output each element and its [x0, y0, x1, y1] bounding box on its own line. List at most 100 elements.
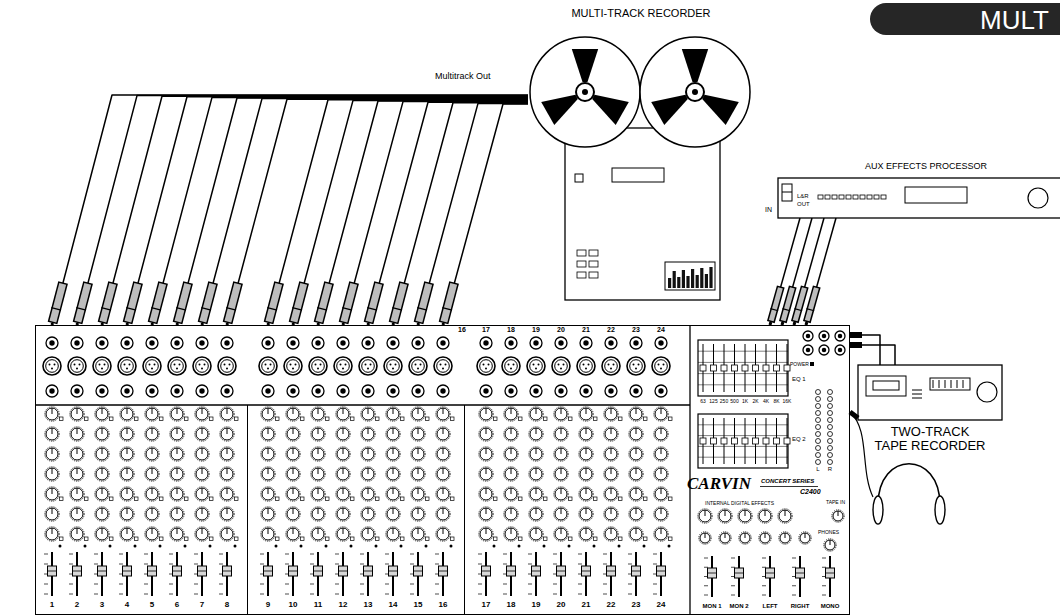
xlr-pin	[417, 368, 419, 370]
fader-cap-line	[414, 571, 423, 572]
knob-rim	[604, 467, 618, 481]
knob-pointer	[536, 428, 537, 434]
recorder-button	[589, 250, 598, 256]
jack	[505, 385, 517, 397]
xlr-pin	[267, 368, 269, 370]
brand-logo: CARVIN	[687, 475, 751, 494]
effects-led	[853, 195, 858, 199]
reel-spoke	[702, 95, 739, 125]
power-led	[810, 362, 814, 366]
panel-label: PHONES	[818, 530, 839, 535]
xlr-pin	[342, 368, 344, 370]
deck-display-seg	[939, 380, 940, 388]
knob-pointer	[152, 468, 153, 474]
jack-hole	[583, 388, 588, 393]
fader-tick	[44, 594, 48, 595]
xlr-pin	[560, 368, 562, 370]
jack-hole	[224, 340, 229, 345]
channel-button	[185, 497, 189, 501]
jack-hole	[199, 340, 204, 345]
xlr-jack	[284, 357, 302, 375]
channel-number: 5	[150, 601, 154, 609]
channel-number: 19	[532, 601, 541, 609]
knob	[312, 508, 324, 520]
jack-hole	[658, 388, 663, 393]
knob-rim	[170, 467, 184, 481]
fader-cap-line	[796, 573, 805, 574]
plug-collar	[317, 308, 327, 311]
reel-spoke	[592, 95, 629, 125]
jack-hole	[49, 340, 54, 345]
fader-cap-line	[98, 571, 107, 572]
channel-led	[425, 545, 428, 548]
knob	[46, 428, 58, 440]
eq-label: EQ 2	[792, 436, 806, 442]
reel-hub	[686, 83, 704, 101]
knob-pointer	[586, 488, 587, 494]
jack-hole	[415, 388, 420, 393]
knob-rim	[336, 427, 350, 441]
meter-bar	[673, 271, 676, 288]
jack-hole	[822, 334, 827, 339]
knob-rim	[758, 509, 772, 523]
knob-pointer	[227, 488, 228, 494]
knob	[96, 468, 108, 480]
xlr-pin	[610, 368, 612, 370]
channel-button	[494, 417, 498, 421]
jack-hole	[838, 348, 843, 353]
eq-frequency: 8K	[773, 399, 779, 404]
knob-rim	[120, 467, 134, 481]
title: MULT	[980, 6, 1049, 35]
graphic-eq	[698, 414, 788, 468]
fader-tick	[628, 564, 632, 565]
fader-cap-line	[826, 573, 835, 574]
logo-underline	[760, 486, 818, 487]
channel-button	[276, 417, 280, 421]
knob-rim	[45, 507, 59, 521]
knob	[171, 508, 183, 520]
knob-rim	[436, 467, 450, 481]
knob	[46, 448, 58, 460]
meter-bar	[700, 268, 703, 288]
channel-led	[159, 545, 162, 548]
jack	[655, 337, 667, 349]
knob	[362, 508, 374, 520]
xlr-inner	[287, 360, 300, 373]
fader-tick	[385, 584, 389, 585]
knob-rim	[411, 507, 425, 521]
fader-cap	[439, 566, 448, 576]
jack	[412, 385, 424, 397]
fader-cap	[796, 568, 805, 578]
fader-tick	[169, 594, 173, 595]
xlr-pin	[442, 368, 444, 370]
knob	[71, 508, 83, 520]
knob-pointer	[343, 448, 344, 454]
knob-rim	[832, 510, 844, 522]
jack	[312, 385, 324, 397]
jack	[835, 331, 845, 341]
jack	[121, 337, 133, 349]
knob	[555, 528, 567, 540]
knob	[555, 428, 567, 440]
knob-rim	[579, 447, 593, 461]
fader-tick	[360, 554, 364, 555]
knob-rim	[529, 527, 543, 541]
channel-led	[400, 545, 403, 548]
knob-pointer	[611, 428, 612, 434]
knob-pointer	[177, 408, 178, 414]
channel-button	[544, 417, 548, 421]
meter-led	[828, 397, 833, 402]
fader-cap-line	[735, 573, 744, 574]
cable	[850, 335, 880, 365]
knob	[171, 448, 183, 460]
knob-rim	[386, 507, 400, 521]
fader-cap-line	[657, 571, 666, 572]
knob-rim	[70, 487, 84, 501]
master-fader-label: MONO	[821, 603, 840, 609]
fader-tick	[503, 554, 507, 555]
channel-button	[569, 537, 573, 541]
reel-spoke	[682, 49, 708, 82]
meter-led	[816, 425, 821, 430]
fader-cap-line	[289, 571, 298, 572]
fader-tick	[194, 564, 198, 565]
